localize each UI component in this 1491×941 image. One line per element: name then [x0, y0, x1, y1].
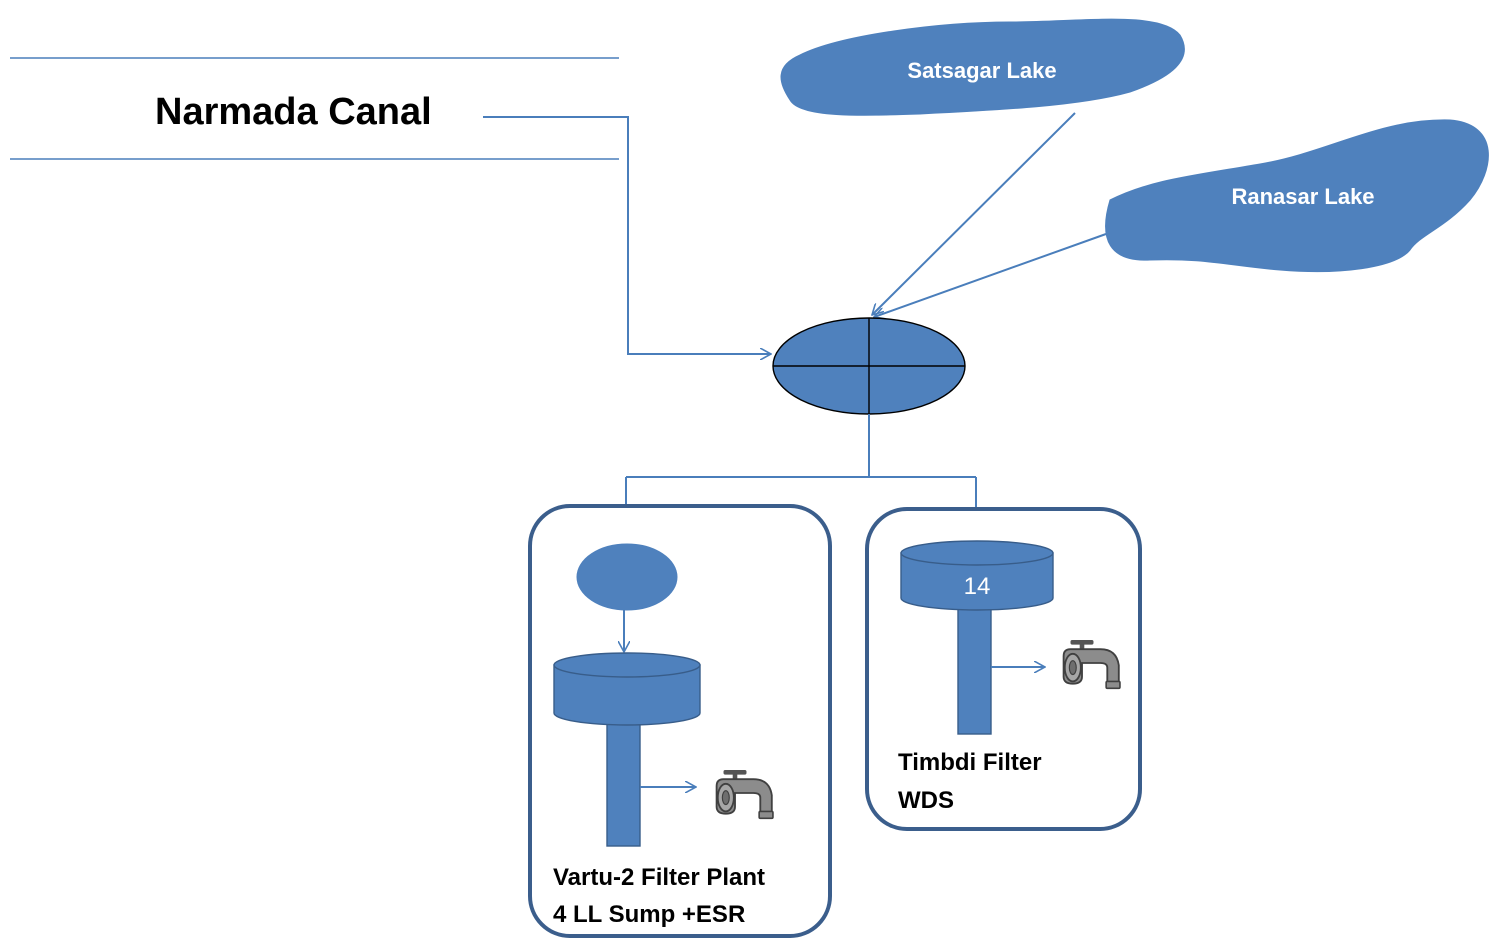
- satsagar-lake-shape: [780, 18, 1185, 116]
- left-plant-label-line2: 4 LL Sump +ESR: [553, 901, 745, 928]
- left-sump: [576, 543, 678, 611]
- right-tank-column: [957, 599, 992, 735]
- satsagar-lake-label: Satsagar Lake: [907, 58, 1056, 83]
- canal-label: Narmada Canal: [155, 91, 432, 133]
- left-tank-body: [553, 664, 701, 726]
- satsagar-connector: [872, 112, 1076, 315]
- ranasar-connector: [874, 233, 1107, 317]
- left-tank-column: [606, 711, 641, 847]
- canal-connector: [483, 116, 771, 354]
- left-plant-label-line1: Vartu-2 Filter Plant: [553, 864, 765, 891]
- right-tank-top: [900, 540, 1054, 566]
- right-tank-number: 14: [964, 573, 991, 600]
- left-tank-top: [553, 652, 701, 678]
- right-plant-label-line2: WDS: [898, 787, 954, 814]
- ranasar-lake-label: Ranasar Lake: [1231, 184, 1374, 209]
- ranasar-lake-shape: [1105, 119, 1489, 273]
- right-tank-body: [900, 552, 1054, 611]
- right-plant-label-line1: Timbdi Filter: [898, 749, 1042, 776]
